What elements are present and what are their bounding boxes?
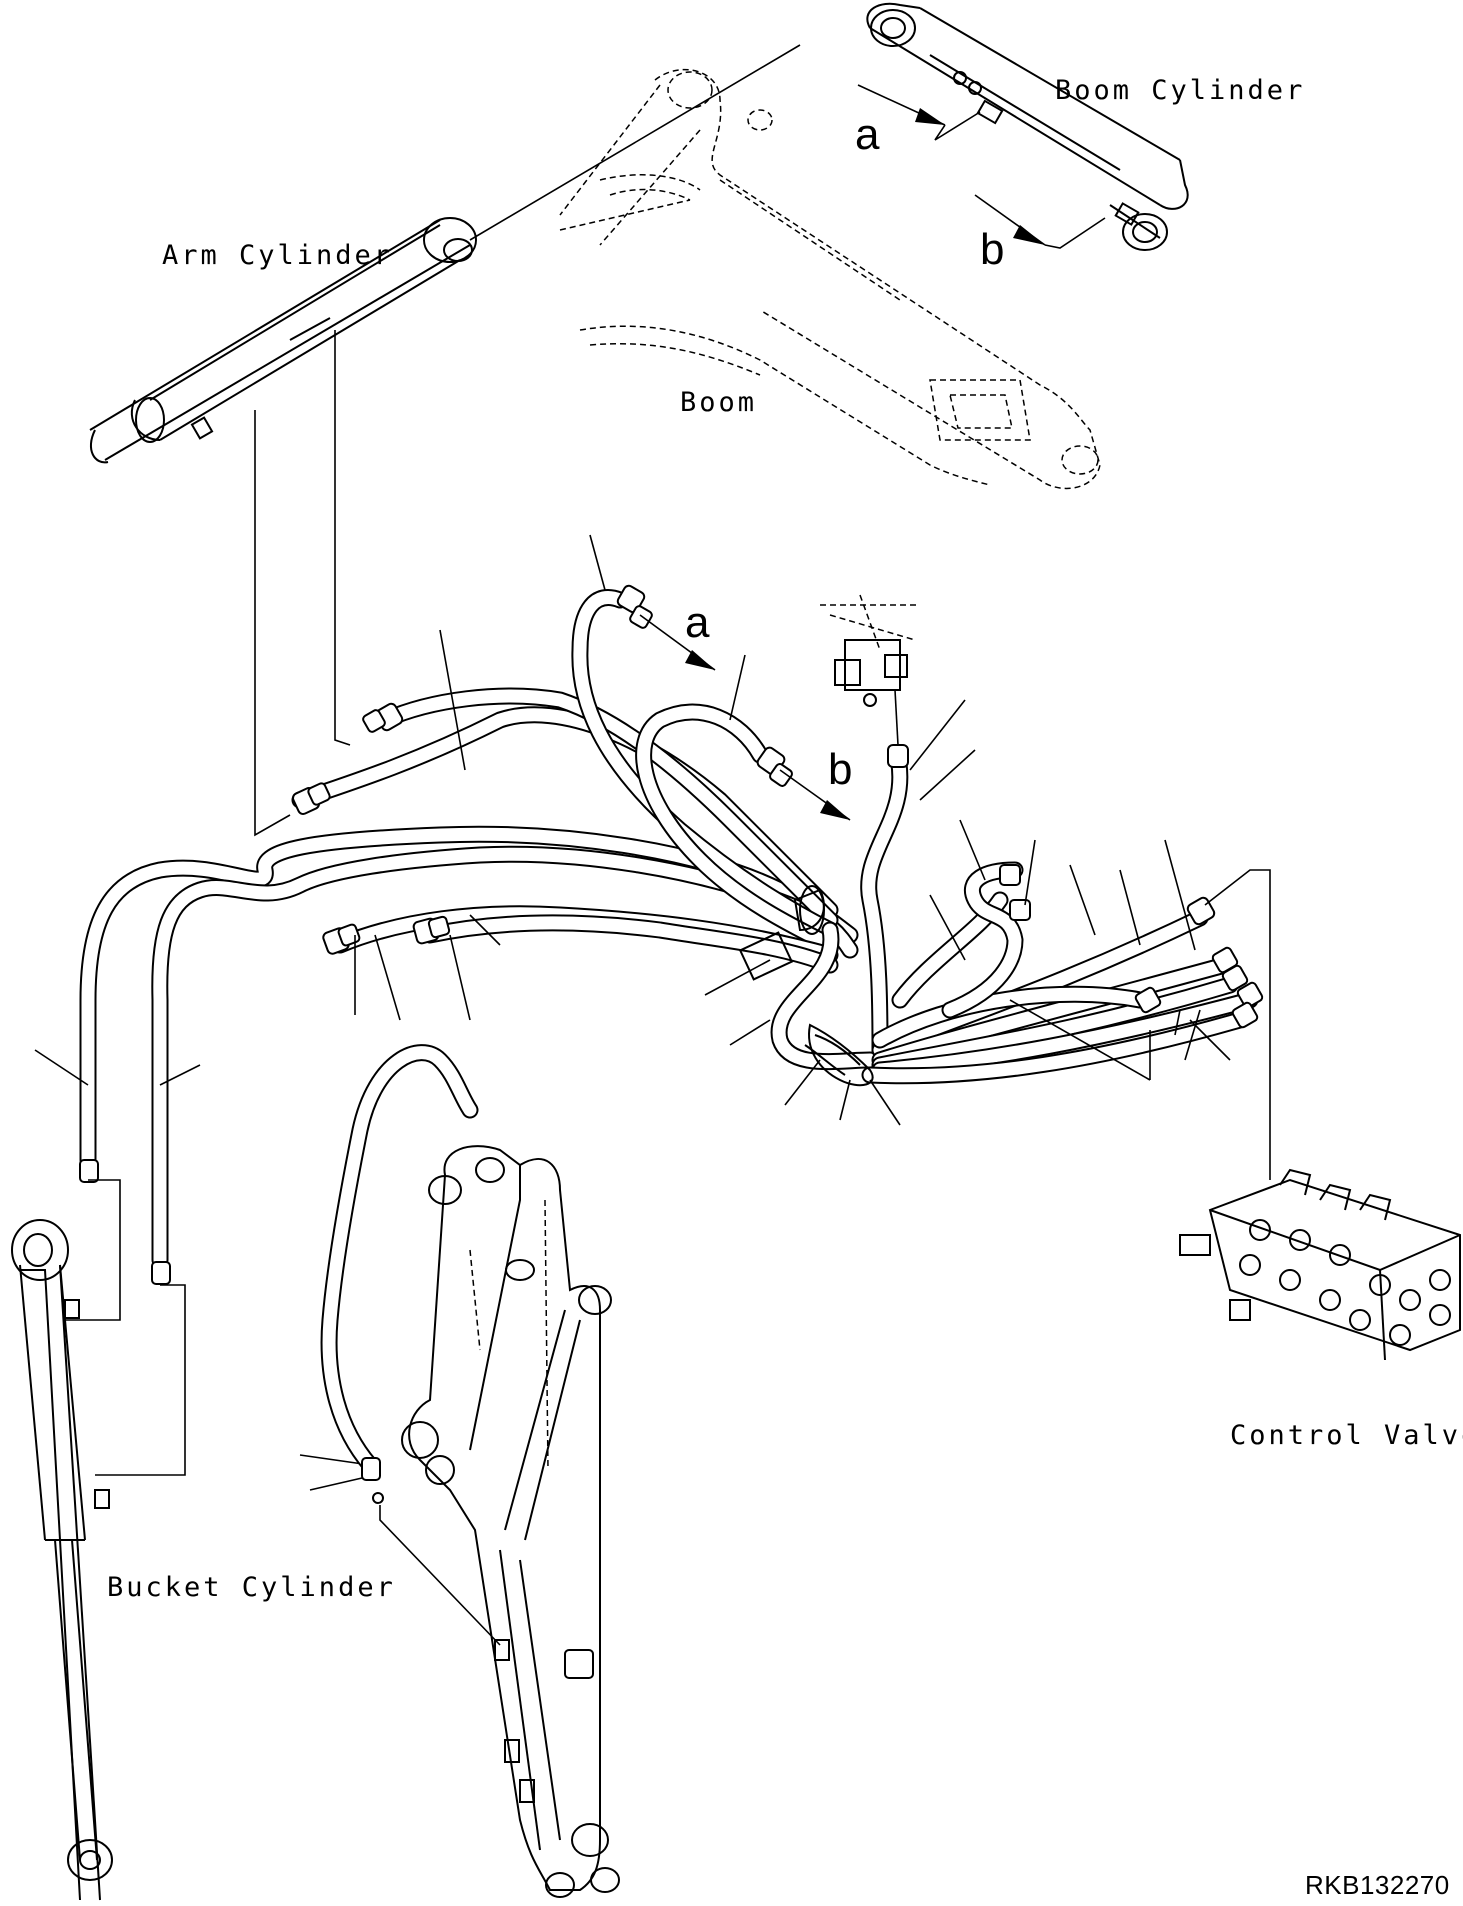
callout-leaders [34, 534, 1231, 1491]
arm-structure-drawing [320, 1044, 620, 1898]
reference-code: RKB132270 [1305, 1870, 1450, 1900]
boom-structure-drawing [559, 68, 1101, 490]
boom-label: Boom [680, 387, 758, 418]
arrow-b-hose-label: b [828, 745, 853, 794]
arm-cylinder-label: Arm Cylinder [162, 240, 394, 271]
arrow-a-hose [639, 614, 716, 671]
arrow-b-hose [779, 769, 851, 821]
arrow-b-top-label: b [980, 225, 1005, 274]
arrow-b-top [974, 194, 1106, 249]
hose-bundle [79, 584, 1264, 1285]
arm-cylinder-drawing [89, 217, 477, 464]
arrow-a-top-label: a [855, 110, 880, 159]
boom-cylinder-label: Boom Cylinder [1055, 75, 1306, 106]
hose-fittings [79, 584, 1264, 1285]
bucket-cylinder-label: Bucket Cylinder [107, 1572, 396, 1603]
swing-valve-drawing [820, 594, 920, 746]
control-valve-drawing [1179, 1168, 1461, 1361]
control-valve-label: Control Valve [1230, 1420, 1463, 1451]
arrow-a-hose-label: a [685, 598, 710, 647]
bucket-cylinder-drawing [11, 1179, 186, 1901]
boom-cylinder-drawing [866, 2, 1189, 251]
arrow-a-top [857, 84, 981, 141]
